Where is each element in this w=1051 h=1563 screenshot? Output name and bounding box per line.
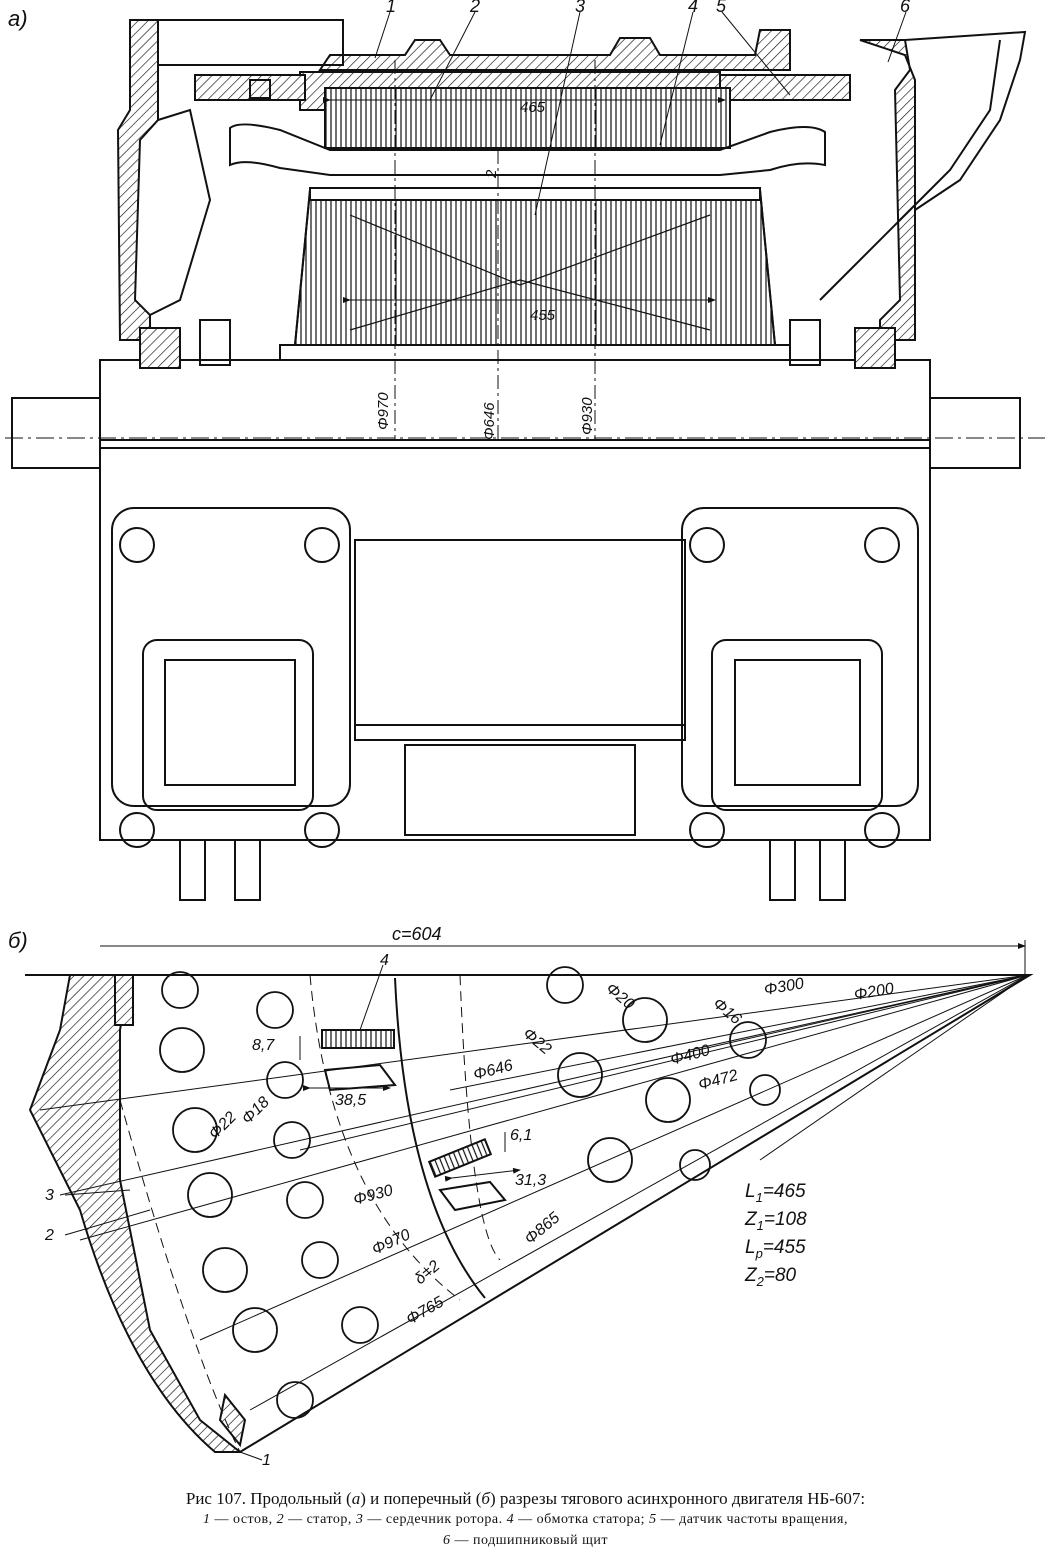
right-end-shield [859,39,916,341]
dim-delta: δ=2 [412,1258,444,1289]
dim-c604: c=604 [392,924,442,944]
dim-d865: Φ865 [522,1209,564,1248]
dim-d300: Φ300 [763,975,806,999]
callout-a-2: 2 [469,0,480,16]
dim-d22-a: Φ22 [519,1025,554,1058]
caption-legend: 1 — остов, 2 — статор, 3 — сердечник рот… [202,1512,848,1527]
lower-housing [99,447,931,841]
dim-d970-b: Φ970 [370,1226,414,1258]
callout-b-2: 2 [44,1227,54,1244]
caption-title: Рис 107. Продольный (а) и поперечный (б)… [185,1489,866,1508]
dim-6-1: 6,1 [510,1127,532,1144]
shaft [99,359,931,441]
callout-b-1: 1 [262,1452,271,1469]
motor-parameters: L1=465 Z1=108 Lp=455 Z2=80 [744,1181,807,1289]
stator-core [324,87,731,149]
dim-rotor-length: 455 [530,307,556,324]
callout-a-4: 4 [688,0,698,16]
svg-text:L1=465: L1=465 [745,1181,806,1205]
motor-section-drawing: a) [5,0,1045,1469]
dim-d18: Φ18 [239,1094,273,1128]
dim-air-gap: 2 [483,169,500,179]
dim-d930-b: Φ930 [352,1182,395,1209]
callout-b-3: 3 [45,1187,54,1204]
dim-d970: Φ970 [375,392,392,430]
dim-8-7: 8,7 [252,1037,275,1054]
dim-d16: Φ16 [709,995,744,1028]
dim-d646: Φ646 [481,402,498,440]
svg-text:Z2=80: Z2=80 [744,1265,797,1289]
bolts [119,527,900,848]
dim-38-5: 38,5 [335,1092,366,1109]
dim-stator-length: 465 [520,99,546,116]
dim-31-3: 31,3 [515,1172,546,1189]
cross-section: б) c=604 [8,924,1034,1469]
dim-d472: Φ472 [697,1067,740,1094]
callout-a-3: 3 [575,0,585,16]
view-a-marker: a) [8,6,28,31]
longitudinal-section: a) [5,0,1045,901]
dim-d930: Φ930 [579,397,596,435]
svg-text:Lp=455: Lp=455 [745,1237,806,1261]
dim-d20: Φ20 [602,980,637,1013]
frame-hatched [28,974,243,1453]
rotor-holes [159,966,781,1419]
frame-top [318,29,791,71]
svg-text:Z1=108: Z1=108 [744,1209,807,1233]
callout-a-5: 5 [716,0,727,16]
view-b-marker: б) [8,928,28,953]
stator-winding-slot [321,1029,395,1049]
dim-d646-b: Φ646 [472,1057,515,1084]
callout-b-4: 4 [380,952,389,969]
figure-caption: Рис 107. Продольный (а) и поперечный (б)… [0,1488,1051,1551]
dim-d200: Φ200 [853,980,896,1004]
dim-d765: Φ765 [404,1294,447,1329]
left-end-shield [116,19,159,341]
callout-a-6: 6 [900,0,911,16]
callout-a-1: 1 [386,0,396,16]
caption-legend-2: 6 — подшипниковый щит [443,1533,608,1548]
